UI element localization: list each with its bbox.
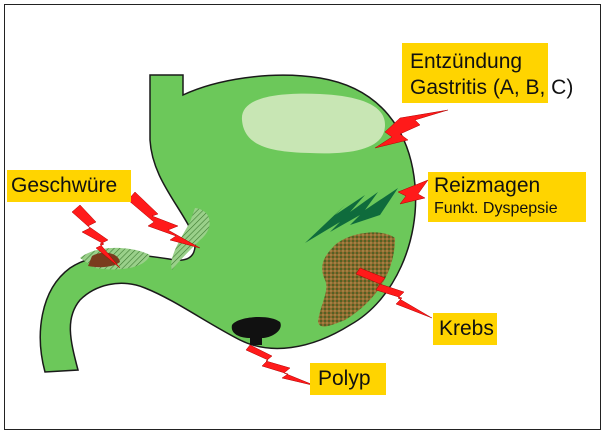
inflammation-area [242, 94, 385, 154]
label-reizmagen: Reizmagen [434, 174, 540, 197]
lightning-polyp [246, 345, 316, 386]
label-dyspepsie: Funkt. Dyspepsie [434, 200, 558, 218]
label-krebs: Krebs [439, 317, 494, 340]
label-polyp: Polyp [318, 367, 371, 390]
label-geschwuere: Geschwüre [11, 174, 117, 197]
label-gastritis: Gastritis (A, B, C) [410, 76, 573, 99]
label-entzuendung: Entzündung [410, 50, 522, 73]
